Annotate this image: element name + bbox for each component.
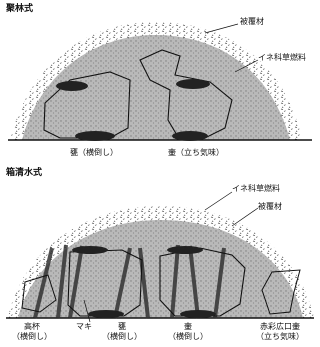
bottom-fuel-leader bbox=[205, 192, 232, 210]
bottom-pot-label-line2: （横倒し） bbox=[166, 332, 210, 342]
top-kiln bbox=[8, 22, 312, 141]
bottom-cup-label-line1: 高杯 bbox=[10, 322, 54, 332]
top-jar-label: 甕（横倒し） bbox=[70, 148, 118, 158]
top-diagram-title: 聚林式 bbox=[6, 4, 33, 14]
bottom-cover-label: 被覆材 bbox=[258, 202, 282, 212]
bottom-pot-label: 壷 （横倒し） bbox=[166, 322, 210, 342]
top-cover-label: 被覆材 bbox=[240, 17, 264, 27]
top-jar-dark bbox=[56, 81, 88, 91]
bottom-fuel-label: イネ科草燃料 bbox=[232, 184, 280, 194]
bottom-pot-label-line1: 壷 bbox=[166, 322, 210, 332]
top-pot-label: 壷（立ち気味） bbox=[168, 148, 224, 158]
top-pot-base-dark bbox=[172, 131, 208, 141]
bottom-pot-base-dark bbox=[180, 310, 216, 318]
bottom-redpot-label-line1: 赤彩広口壷 bbox=[246, 322, 314, 332]
bottom-diagram-title: 箱清水式 bbox=[6, 168, 42, 178]
top-fuel-label: イネ科草燃料 bbox=[258, 53, 306, 63]
bottom-jar-base-dark bbox=[88, 310, 124, 318]
bottom-pot-dark bbox=[167, 246, 203, 254]
bottom-wood-label: マキ bbox=[76, 322, 92, 332]
bottom-redpot-label: 赤彩広口壷 （立ち気味） bbox=[246, 322, 314, 342]
top-cover-leader bbox=[205, 24, 238, 33]
bottom-jar-label-line2: （横倒し） bbox=[100, 332, 144, 342]
bottom-cup-label: 高杯 （横倒し） bbox=[10, 322, 54, 342]
top-pot-dark bbox=[176, 79, 210, 89]
bottom-redpot-label-line2: （立ち気味） bbox=[246, 332, 314, 342]
bottom-jar-dark bbox=[72, 246, 108, 254]
bottom-cover-leader bbox=[232, 208, 258, 226]
bottom-cup-label-line2: （横倒し） bbox=[10, 332, 54, 342]
bottom-jar-label-line1: 甕 bbox=[100, 322, 144, 332]
bottom-jar-label: 甕 （横倒し） bbox=[100, 322, 144, 342]
top-jar-base-dark bbox=[75, 131, 115, 141]
